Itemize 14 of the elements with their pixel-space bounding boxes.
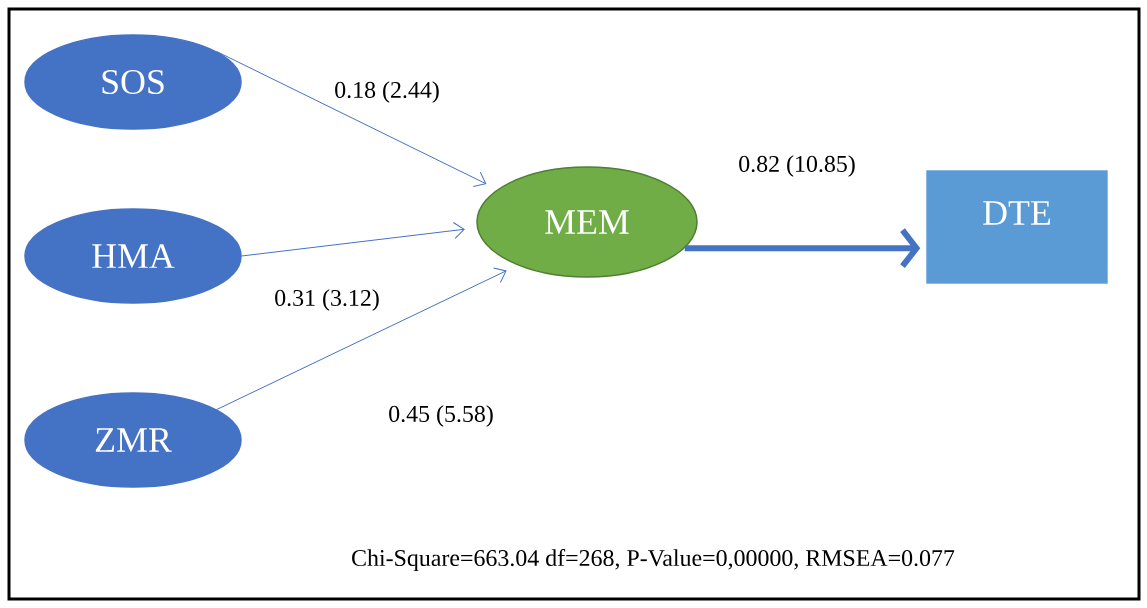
arrow: [684, 228, 921, 269]
arrow: [241, 222, 465, 257]
ellipse-node: SOS: [24, 34, 242, 130]
rectangle-node: DTE: [926, 170, 1108, 284]
edge-label: 0.31 (3.12): [275, 289, 379, 311]
ellipse-node: HMA: [24, 208, 242, 304]
edge-label: 0.82 (10.85): [739, 155, 855, 177]
edge-label: 0.18 (2.44): [335, 81, 439, 103]
ellipse-node: MEM: [476, 166, 698, 278]
fit-statistics: Chi-Square=663.04 df=268, P-Value=0,00000, RMSEA=0.077: [352, 549, 955, 571]
arrow: [216, 267, 507, 410]
edge-label: 0.45 (5.58): [389, 405, 493, 427]
ellipse-node: ZMR: [24, 392, 242, 488]
arrow: [216, 51, 487, 187]
